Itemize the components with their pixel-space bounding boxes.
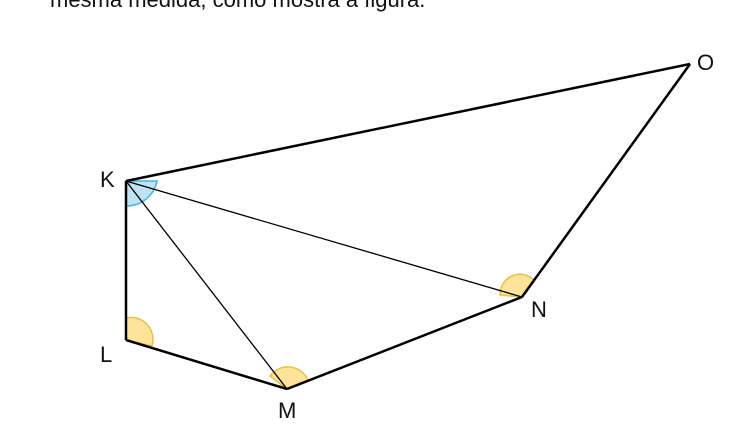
edge-ML bbox=[125, 338, 288, 391]
edge-NM bbox=[286, 295, 523, 391]
vertex-label-O: O bbox=[697, 50, 714, 75]
vertex-label-M: M bbox=[278, 398, 296, 423]
caption-text: mesma medida, como mostra a figura. bbox=[50, 0, 425, 12]
angle-marker-K bbox=[125, 180, 158, 207]
vertex-label-N: N bbox=[531, 297, 547, 322]
edge-KO bbox=[125, 62, 691, 183]
edge-ON bbox=[520, 63, 692, 298]
diagonal-KM bbox=[125, 180, 288, 390]
angle-marker-L bbox=[125, 316, 154, 347]
vertex-label-L: L bbox=[100, 342, 112, 367]
vertex-label-K: K bbox=[100, 167, 115, 192]
diagonal-KN bbox=[125, 180, 523, 298]
